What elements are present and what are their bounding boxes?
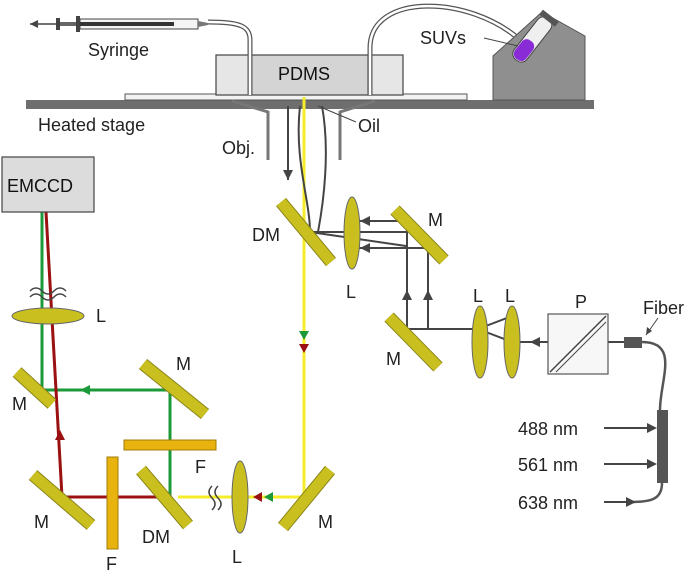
oil-label: Oil: [358, 116, 380, 136]
m-left-top-label: M: [176, 354, 191, 374]
obj-label: Obj.: [222, 138, 255, 158]
syringe-label: Syringe: [88, 40, 149, 60]
w561-label: 561 nm: [518, 455, 578, 475]
green-marker-vertical: [299, 331, 309, 340]
oil-leader: [317, 105, 357, 123]
syringe: [30, 16, 208, 32]
lens-right-2: [503, 305, 521, 379]
objective-right: [338, 99, 376, 160]
pdms-block-left: [215, 54, 252, 96]
m-upper-label: M: [428, 210, 443, 230]
l-upper-label: L: [346, 282, 356, 302]
lens-bottom: [231, 460, 249, 534]
m-left-bottom-label: M: [34, 512, 49, 532]
w488-label: 488 nm: [518, 419, 578, 439]
f-top-label: F: [195, 457, 206, 477]
emccd-label: EMCCD: [7, 176, 73, 196]
l-right2-label: L: [505, 286, 515, 306]
heated-stage-plate: [26, 100, 594, 109]
suvs-label: SUVs: [420, 28, 466, 48]
lens-left: [11, 307, 85, 325]
w638-label: 638 nm: [518, 493, 578, 513]
break-mark-vertical: [29, 287, 67, 301]
vial-holder: [492, 11, 586, 101]
lens-upper: [343, 196, 361, 270]
fiber-combiner: [657, 410, 668, 483]
m-bottom-right-label: M: [318, 512, 333, 532]
filter-top: [123, 439, 217, 451]
l-bottom-label: L: [232, 547, 242, 567]
pdms-label: PDMS: [278, 64, 330, 84]
suvs-leader: [483, 37, 519, 47]
red-marker-horizontal: [253, 492, 262, 502]
emccd-camera: [1, 156, 95, 213]
break-mark-horizontal: [208, 485, 222, 511]
red-beam: [44, 211, 170, 499]
green-beam: [40, 212, 172, 497]
m-right-lower-label: M: [386, 349, 401, 369]
fiber-label: Fiber: [643, 298, 684, 318]
p-label: P: [575, 292, 587, 312]
fiber-cable: [641, 340, 667, 411]
l-right1-label: L: [473, 286, 483, 306]
filter-bottom: [106, 456, 119, 550]
l-left-label: L: [96, 306, 106, 326]
f-bottom-label: F: [106, 554, 117, 574]
red-marker-vertical: [299, 344, 309, 353]
lens-right-1: [471, 305, 489, 379]
pdms-block-right: [367, 54, 404, 96]
m-left-mid-label: M: [12, 394, 27, 414]
dm-upper-label: DM: [252, 225, 280, 245]
suv-vial: [512, 9, 559, 63]
objective-left: [231, 99, 270, 160]
dm-lower-label: DM: [142, 527, 170, 547]
green-marker-horizontal: [264, 492, 273, 502]
fiber-connector: [624, 337, 642, 348]
heated-stage-label: Heated stage: [38, 115, 145, 135]
